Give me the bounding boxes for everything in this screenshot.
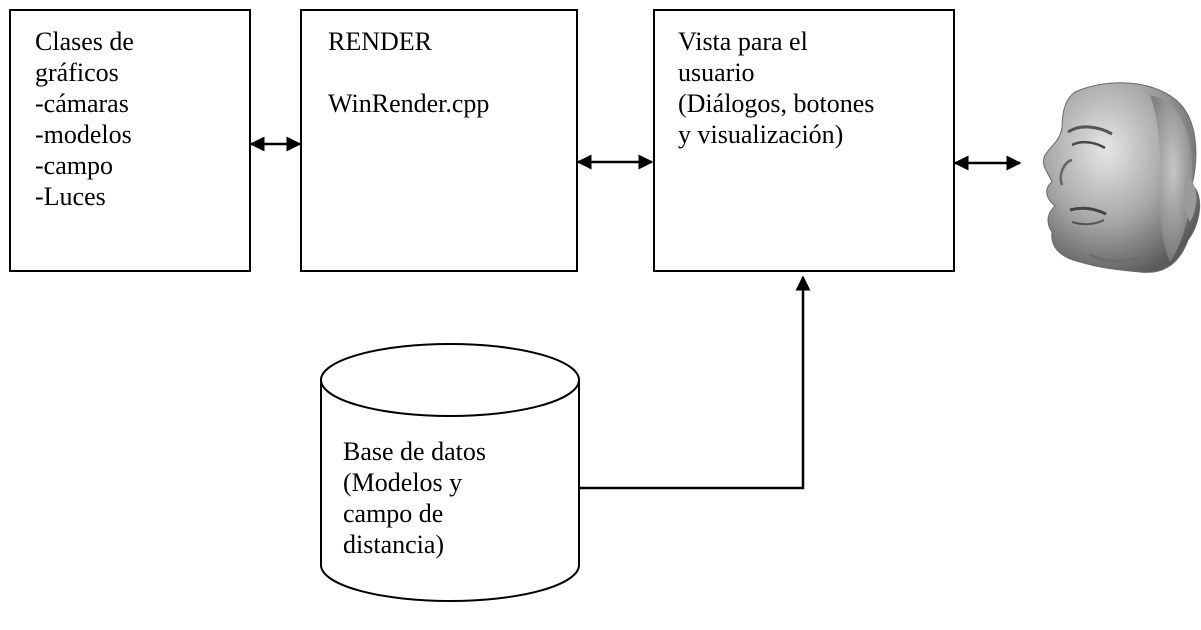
render-title: RENDER	[328, 27, 432, 56]
render-text: RENDER WinRender.cpp	[328, 26, 489, 119]
database-cylinder	[320, 343, 580, 602]
database-line: Base de datos	[343, 437, 486, 466]
database-line: (Modelos y	[343, 468, 463, 497]
database-line: campo de	[343, 499, 444, 528]
user-view-box: Vista para el usuario (Diálogos, botones…	[653, 9, 955, 272]
user-view-line: y visualización)	[678, 120, 844, 149]
graphics-classes-line: Clases de	[35, 27, 134, 56]
graphics-classes-line: gráficos	[35, 58, 119, 87]
database-line: distancia)	[343, 530, 445, 559]
graphics-classes-box: Clases de gráficos -cámaras -modelos -ca…	[9, 9, 251, 272]
graphics-classes-line: -modelos	[35, 120, 132, 149]
render-file: WinRender.cpp	[328, 89, 490, 118]
database-text: Base de datos (Modelos y campo de distan…	[343, 436, 486, 560]
graphics-classes-line: -campo	[35, 151, 113, 180]
graphics-classes-line: -Luces	[35, 182, 106, 211]
user-view-text: Vista para el usuario (Diálogos, botones…	[678, 26, 874, 150]
render-spacer	[328, 57, 489, 88]
user-view-line: (Diálogos, botones	[678, 89, 875, 118]
render-box: RENDER WinRender.cpp	[300, 9, 578, 272]
arrow-database-view	[580, 275, 811, 490]
user-view-line: usuario	[678, 58, 755, 87]
graphics-classes-text: Clases de gráficos -cámaras -modelos -ca…	[35, 26, 134, 212]
graphics-classes-line: -cámaras	[35, 89, 129, 118]
3d-face-model-icon	[1042, 82, 1201, 273]
user-view-line: Vista para el	[678, 27, 808, 56]
